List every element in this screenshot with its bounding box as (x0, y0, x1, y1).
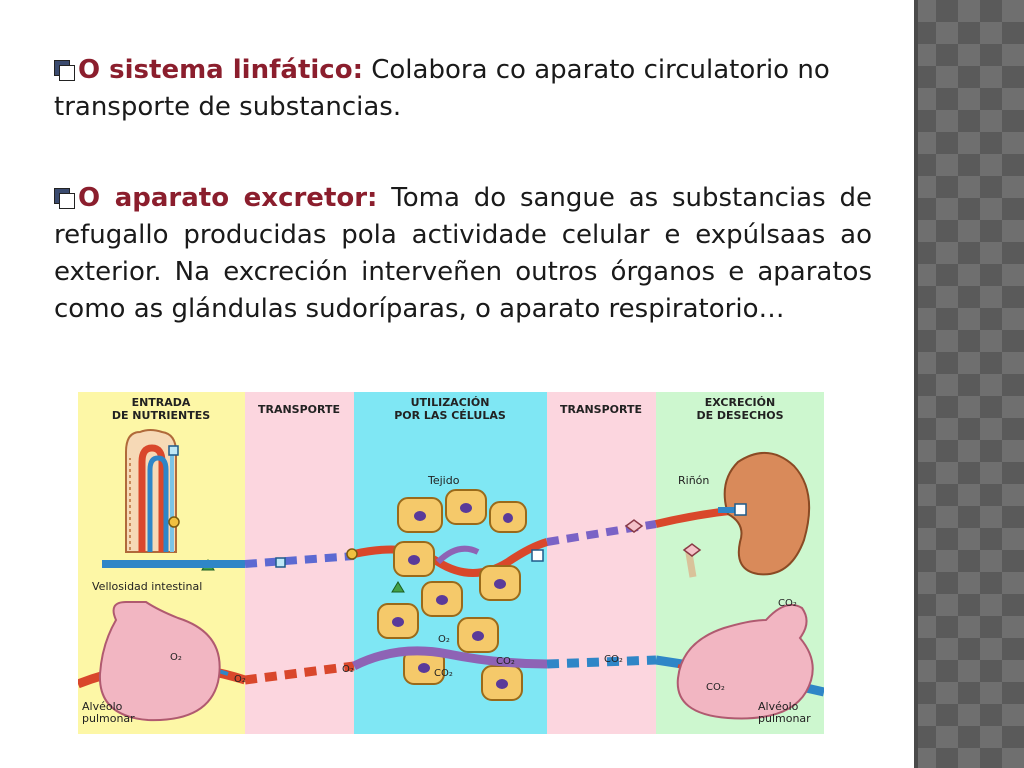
col-heading-excretion-1: EXCRECIÓN (705, 396, 775, 409)
gas-label-o2-tissue: O₂ (438, 634, 450, 645)
nutrient-marker-square (168, 445, 179, 456)
text-lymphatic: Colabora co aparato circulatorio no tran… (54, 55, 830, 122)
villus-illustration (125, 429, 177, 553)
col-heading-nutrients-2: DE NUTRIENTES (112, 409, 210, 422)
col-heading-transport-2: TRANSPORTE (560, 403, 642, 416)
checkbox-bullet-icon (54, 188, 75, 209)
cell-marker-plus (531, 549, 544, 562)
alveolus-right (676, 604, 814, 720)
column-bg-transport-1 (245, 392, 354, 734)
label-left-alveolus-2: pulmonar (82, 712, 135, 725)
nutrient-marker-square-transport (275, 557, 286, 568)
gas-label-co2-lower: CO₂ (496, 656, 515, 667)
alveolus-left (98, 601, 221, 722)
gas-label-o2-left-alveolus: O₂ (170, 652, 182, 663)
vessel-upper-transport-1 (244, 552, 355, 568)
column-bg-transport-2 (547, 392, 656, 734)
label-kidney: Riñón (678, 474, 709, 487)
gas-label-co2-tissue: CO₂ (434, 668, 453, 679)
bullet-item-excretory: O aparato excretor: Toma do sangue as su… (54, 180, 872, 328)
vessel-lower-cells (351, 646, 548, 671)
col-heading-cells-2: POR LAS CÉLULAS (394, 409, 506, 422)
circulation-diagram: ENTRADA DE NUTRIENTES TRANSPORTE UTILIZA… (78, 392, 824, 734)
label-right-alveolus-2: pulmonar (758, 712, 811, 725)
col-heading-transport-1: TRANSPORTE (258, 403, 340, 416)
gas-label-o2-transport: O₂ (234, 674, 246, 685)
col-heading-nutrients-1: ENTRADA (132, 396, 191, 409)
decorative-side-band (914, 0, 1024, 768)
checkbox-bullet-icon (54, 60, 75, 81)
gas-label-o2-cells: O₂ (342, 664, 354, 675)
tissue-marker-triangle (391, 581, 405, 593)
waste-marker-diamond (624, 519, 644, 533)
label-left-alveolus-1: Alvéolo (82, 700, 123, 713)
label-tissue: Tejido (427, 474, 460, 487)
nutrient-marker-circle (168, 516, 180, 528)
text-excretory: Toma do sangue as substancias de refugal… (54, 183, 872, 324)
col-heading-excretion-2: DE DESECHOS (696, 409, 783, 422)
term-excretory: O aparato excretor: (78, 183, 378, 213)
kidney-illustration (723, 451, 811, 576)
gas-label-co2-transport: CO₂ (604, 654, 623, 665)
label-villus: Vellosidad intestinal (92, 580, 202, 593)
term-lymphatic: O sistema linfático: (78, 55, 363, 85)
col-heading-cells-1: UTILIZACIÓN (411, 396, 490, 409)
bullet-item-lymphatic: O sistema linfático: Colabora co aparato… (54, 52, 854, 126)
kidney-marker-plus (734, 503, 747, 516)
tissue-marker-circle (346, 548, 358, 560)
vessel-lower-transport-1 (244, 661, 355, 685)
label-right-alveolus-1: Alvéolo (758, 700, 799, 713)
gas-label-co2-exhaled: CO₂ (778, 598, 797, 609)
vessel-lower-transport-2 (546, 655, 657, 669)
gas-label-co2-right-alveolus: CO₂ (706, 682, 725, 693)
